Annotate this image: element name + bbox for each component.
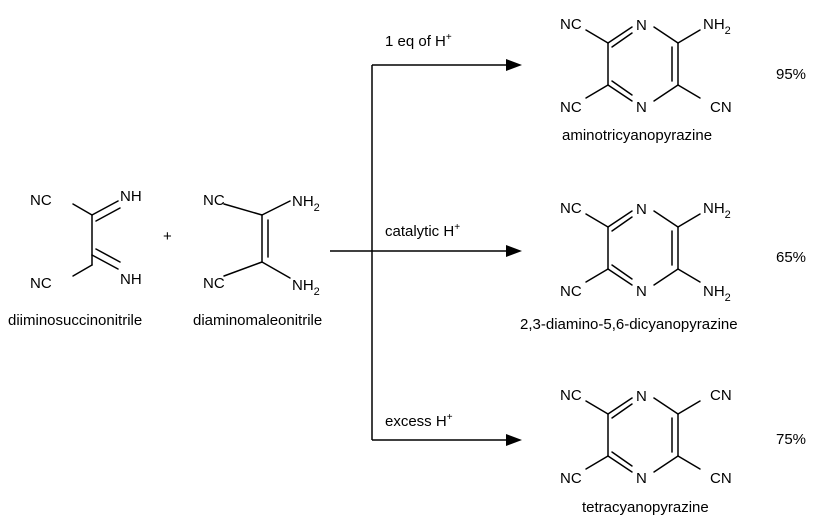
- bond: [91, 254, 119, 270]
- imine-label: NH: [120, 188, 142, 205]
- bond: [677, 400, 701, 415]
- bond: [611, 80, 633, 96]
- nitrile-label: NC: [560, 16, 582, 33]
- amine-label: NH2: [703, 283, 731, 304]
- ring-nitrogen: N: [636, 388, 647, 405]
- diaminomaleonitrile-label: diaminomaleonitrile: [193, 312, 322, 329]
- bond: [95, 207, 121, 222]
- bond: [95, 248, 121, 263]
- imine-label: NH: [120, 271, 142, 288]
- nitrile-label: CN: [710, 387, 732, 404]
- bond: [607, 26, 633, 44]
- nitrile-label: NC: [203, 275, 225, 292]
- product-1-structure: N N NC NC NH2 CN: [560, 16, 732, 116]
- bond: [607, 210, 633, 228]
- product-1-label: aminotricyanopyrazine: [562, 127, 712, 144]
- bond: [611, 32, 633, 48]
- bond: [585, 84, 609, 99]
- bond: [653, 397, 679, 415]
- bond: [653, 84, 679, 102]
- reaction-arrows: [330, 59, 522, 446]
- bond: [611, 451, 633, 467]
- bond: [677, 84, 701, 99]
- bond: [677, 29, 701, 44]
- bond: [72, 264, 93, 277]
- nitrile-label: NC: [560, 200, 582, 217]
- diaminomaleonitrile-structure: NC NC NH2 NH2: [203, 192, 320, 298]
- nitrile-label: NC: [203, 192, 225, 209]
- arrowhead: [506, 434, 522, 446]
- diiminosuccinonitrile-structure: NC NC NH NH: [30, 188, 142, 292]
- bond: [611, 216, 633, 232]
- bond: [72, 203, 93, 216]
- condition-bottom: excess H+: [385, 412, 453, 430]
- nitrile-label: CN: [710, 470, 732, 487]
- bond: [223, 203, 263, 216]
- bond: [677, 455, 701, 470]
- ring-nitrogen: N: [636, 99, 647, 116]
- bond: [585, 400, 609, 415]
- bond: [653, 210, 679, 228]
- ring-nitrogen: N: [636, 17, 647, 34]
- condition-top: 1 eq of H+: [385, 32, 452, 50]
- ring-nitrogen: N: [636, 283, 647, 300]
- arrowhead: [506, 59, 522, 71]
- bond: [607, 455, 633, 473]
- diiminosuccinonitrile-label: diiminosuccinonitrile: [8, 312, 142, 329]
- bond: [677, 213, 701, 228]
- product-3-yield: 75%: [776, 431, 806, 448]
- nitrile-label: NC: [30, 192, 52, 209]
- nitrile-label: CN: [710, 99, 732, 116]
- bond: [261, 261, 291, 279]
- bond: [653, 26, 679, 44]
- bond: [653, 268, 679, 286]
- bond: [223, 261, 263, 277]
- amine-label: NH2: [703, 200, 731, 221]
- bond: [585, 455, 609, 470]
- product-2-structure: N N NC NC NH2 NH2: [560, 200, 731, 304]
- bond: [585, 268, 609, 283]
- bond: [91, 200, 119, 216]
- ring-nitrogen: N: [636, 201, 647, 218]
- bond: [611, 403, 633, 419]
- product-2-yield: 65%: [776, 249, 806, 266]
- bond: [261, 200, 291, 216]
- bond: [677, 268, 701, 283]
- product-1-yield: 95%: [776, 66, 806, 83]
- bond: [611, 264, 633, 280]
- bond: [653, 455, 679, 473]
- plus-sign: +: [163, 228, 172, 245]
- amine-label: NH2: [292, 193, 320, 214]
- product-3-label: tetracyanopyrazine: [582, 499, 709, 516]
- nitrile-label: NC: [560, 470, 582, 487]
- amine-label: NH2: [703, 16, 731, 37]
- bond: [607, 397, 633, 415]
- arrowhead: [506, 245, 522, 257]
- nitrile-label: NC: [560, 99, 582, 116]
- amine-label: NH2: [292, 277, 320, 298]
- bond: [585, 213, 609, 228]
- ring-nitrogen: N: [636, 470, 647, 487]
- nitrile-label: NC: [560, 387, 582, 404]
- nitrile-label: NC: [30, 275, 52, 292]
- bond: [585, 29, 609, 44]
- bond: [607, 268, 633, 286]
- condition-middle: catalytic H+: [385, 222, 460, 240]
- bond: [607, 84, 633, 102]
- nitrile-label: NC: [560, 283, 582, 300]
- product-2-label: 2,3-diamino-5,6-dicyanopyrazine: [520, 316, 738, 333]
- product-3-structure: N N NC NC CN CN: [560, 387, 732, 487]
